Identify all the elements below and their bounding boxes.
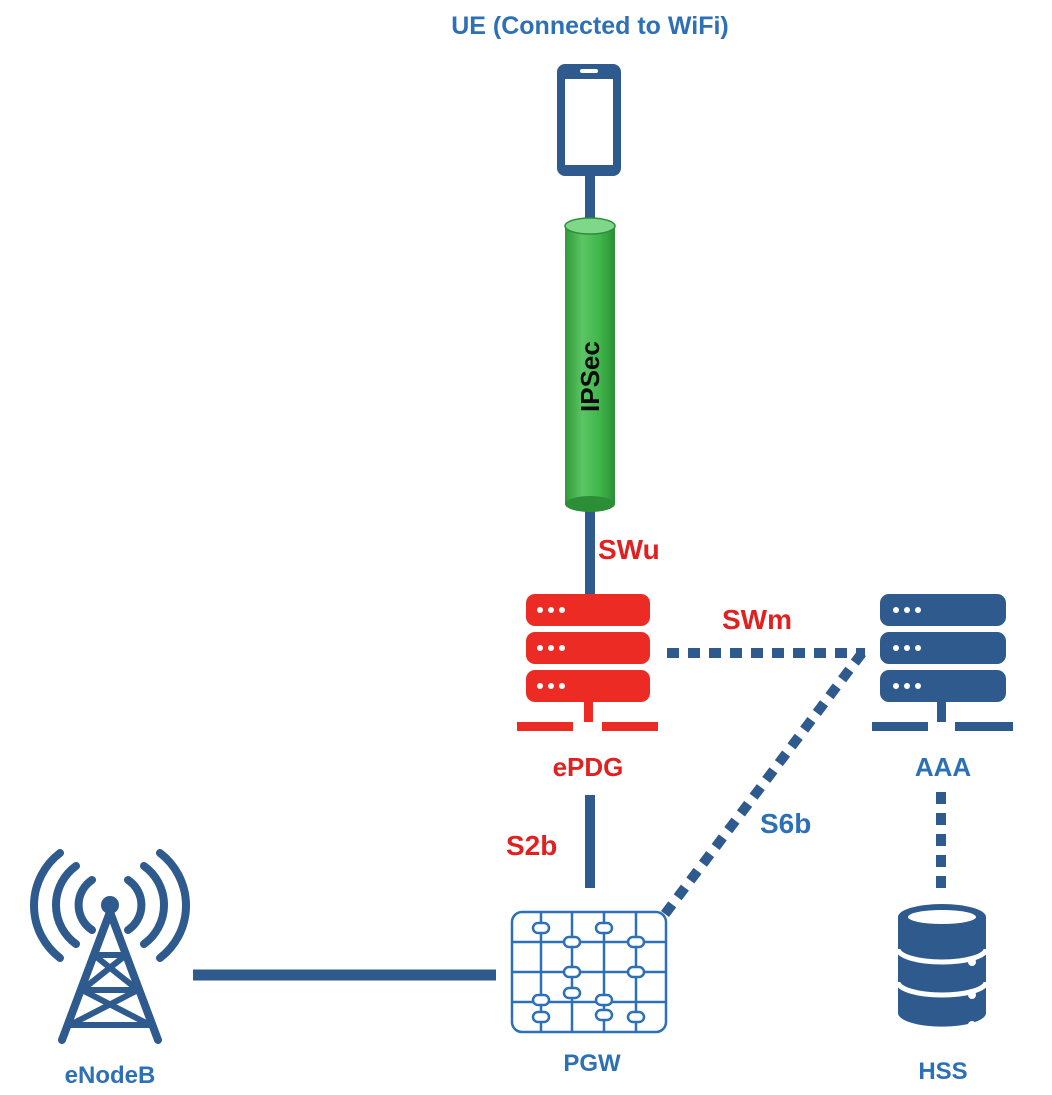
- pgw-label: PGW: [563, 1050, 621, 1077]
- ipsec-tunnel: [564, 217, 616, 512]
- s2b-label: S2b: [506, 830, 558, 861]
- aaa-label: AAA: [914, 752, 972, 782]
- enodeb-label: eNodeB: [64, 1062, 156, 1089]
- s6b-label: S6b: [760, 808, 812, 839]
- swu-label: SWu: [598, 534, 660, 565]
- hss-label: HSS: [918, 1058, 968, 1085]
- pgw-gateway-icon: [510, 910, 668, 1034]
- aaa-server-icon: [872, 594, 1013, 731]
- ue-title: UE (Connected to WiFi): [451, 12, 729, 40]
- hss-database-icon: [895, 904, 989, 1029]
- smartphone-icon: [557, 64, 621, 176]
- epdg-label: ePDG: [552, 752, 624, 782]
- enodeb-tower-icon: [30, 849, 190, 1044]
- ipsec-label: IPSec: [575, 341, 605, 412]
- s6b-link: [661, 649, 866, 918]
- swm-label: SWm: [722, 604, 792, 635]
- epdg-server-icon: [517, 594, 658, 731]
